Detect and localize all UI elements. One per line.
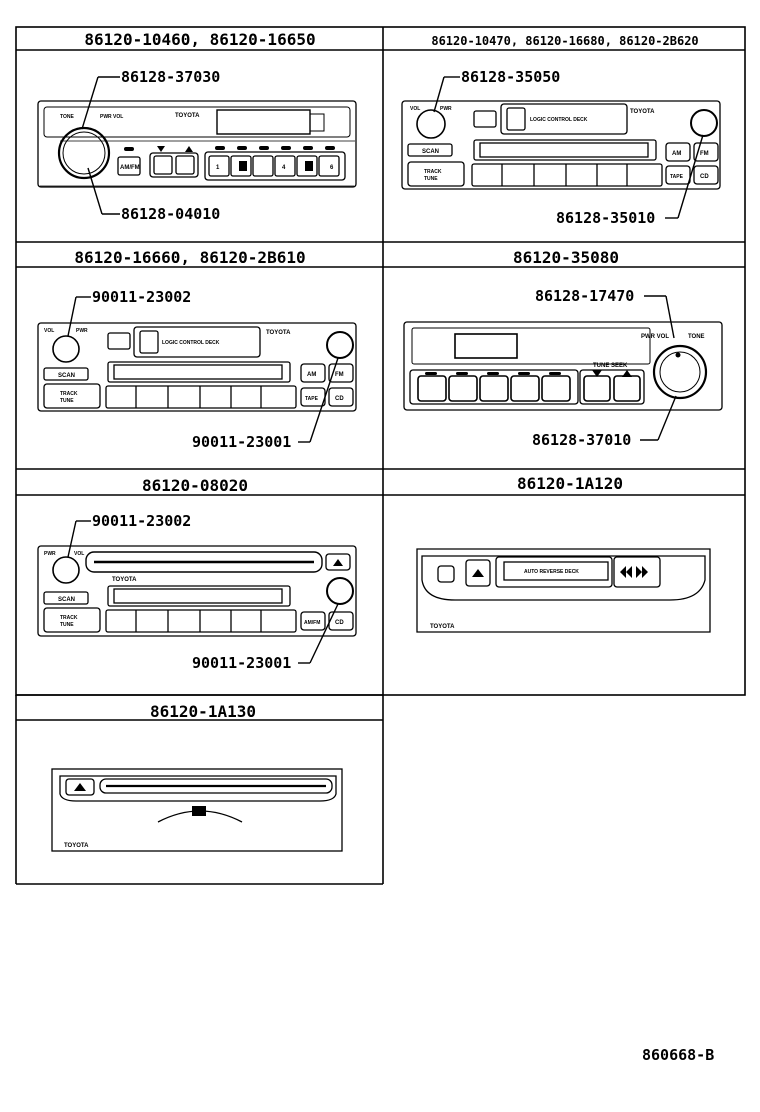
cell1-part-bottom: 86128-04010 [121,205,220,223]
unit2-pwr: PWR [440,106,452,112]
unit4-pwr-vol: PWR VOL [641,334,669,340]
unit2-deck: LOGIC CONTROL DECK [530,117,588,123]
unit3-fm: FM [335,372,344,378]
unit2-tune: TUNE [424,176,438,182]
unit1-preset-1: 1 [216,165,220,171]
cell5-part-top: 90011-23002 [92,512,191,530]
cell2-part-bottom: 86128-35010 [556,209,655,227]
unit4-tone: TONE [688,334,705,340]
unit2-tape: TAPE [670,174,684,180]
unit3-vol: VOL [44,328,54,334]
cell1-header: 86120-10460, 86120-16650 [84,30,315,49]
unit5-brand: TOYOTA [112,577,137,583]
radio-unit-4 [403,321,723,411]
radio-unit-1 [37,100,357,188]
unit2-fm: FM [700,151,709,157]
radio-unit-5 [37,545,357,637]
unit2-scan: SCAN [422,149,439,155]
cell4-part-bottom: 86128-37010 [532,431,631,449]
unit3-am: AM [307,372,316,378]
tape-deck-unit-6 [416,548,711,633]
cell4-header: 86120-35080 [513,248,619,267]
unit5-track: TRACK [60,615,78,621]
unit5-am-fm: AM/FM [304,620,320,626]
unit5-vol: VOL [74,551,84,557]
unit2-brand: TOYOTA [630,109,655,115]
unit5-scan: SCAN [58,597,75,603]
unit6-deck: AUTO REVERSE DECK [524,569,579,575]
cell6-header: 86120-1A120 [517,474,623,493]
unit4-tune-seek: TUNE SEEK [593,363,628,369]
unit1-pwr-vol: PWR VOL [100,114,123,120]
unit1-am-fm: AM/FM [120,165,140,171]
unit3-tune: TUNE [60,398,74,404]
unit3-pwr: PWR [76,328,88,334]
unit3-cd: CD [335,396,344,402]
cell7-header: 86120-1A130 [150,702,256,721]
page-code: 860668-B [642,1046,715,1064]
unit5-cd: CD [335,620,344,626]
unit3-track: TRACK [60,391,78,397]
cell3-header: 86120-16660, 86120-2B610 [74,248,305,267]
cell5-header: 86120-08020 [142,476,248,495]
cell4-part-top: 86128-17470 [535,287,634,305]
unit1-preset-6: 6 [330,165,334,171]
unit3-deck: LOGIC CONTROL DECK [162,340,220,346]
unit1-preset-4: 4 [282,165,286,171]
unit5-tune: TUNE [60,622,74,628]
unit2-cd: CD [700,174,709,180]
cd-unit-7 [51,768,343,852]
cell2-header: 86120-10470, 86120-16680, 86120-2B620 [431,34,698,48]
unit1-brand: TOYOTA [175,113,200,119]
unit2-track: TRACK [424,169,442,175]
unit3-brand: TOYOTA [266,330,291,336]
radio-unit-2 [401,100,721,190]
unit3-tape: TAPE [305,396,319,402]
unit5-pwr: PWR [44,551,56,557]
unit7-brand: TOYOTA [64,843,89,849]
unit1-tone: TONE [60,114,74,120]
cell3-part-bottom: 90011-23001 [192,433,291,451]
unit3-scan: SCAN [58,373,75,379]
unit2-am: AM [672,151,681,157]
cell2-part-top: 86128-35050 [461,68,560,86]
unit6-brand: TOYOTA [430,624,455,630]
cell5-part-bottom: 90011-23001 [192,654,291,672]
unit2-vol: VOL [410,106,420,112]
cell1-part-top: 86128-37030 [121,68,220,86]
radio-unit-3 [37,322,357,412]
cell3-part-top: 90011-23002 [92,288,191,306]
